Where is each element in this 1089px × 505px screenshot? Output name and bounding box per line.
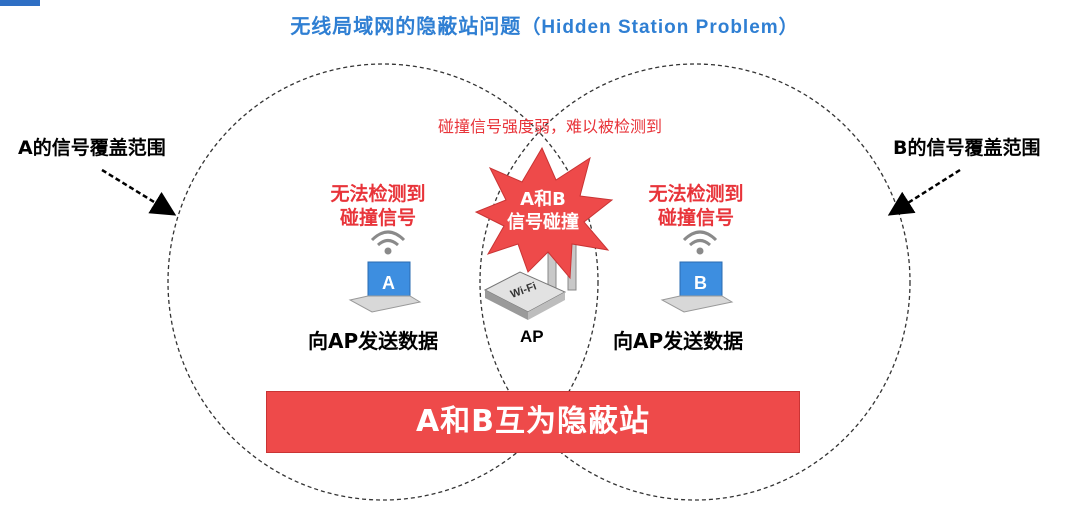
collision-burst-icon bbox=[474, 146, 614, 280]
b-cannot-detect: 无法检测到 碰撞信号 bbox=[636, 183, 756, 231]
laptop-b-letter: B bbox=[694, 273, 707, 293]
corner-accent bbox=[0, 0, 40, 6]
a-cannot-detect: 无法检测到 碰撞信号 bbox=[318, 183, 438, 231]
b-range-arrow bbox=[887, 168, 961, 216]
a-cannot-detect-line1: 无法检测到 bbox=[330, 183, 426, 205]
laptop-a-letter: A bbox=[382, 273, 395, 293]
a-range-arrow bbox=[101, 168, 177, 216]
b-cannot-detect-line1: 无法检测到 bbox=[648, 183, 744, 205]
hidden-station-banner: A和B互为隐蔽站 bbox=[266, 391, 800, 453]
page-title: 无线局域网的隐蔽站问题（Hidden Station Problem） bbox=[0, 10, 1089, 39]
ap-label: AP bbox=[520, 327, 544, 346]
a-range-label: A的信号覆盖范围 bbox=[18, 137, 166, 159]
title-chinese: 无线局域网的隐蔽站问题 bbox=[290, 14, 522, 38]
b-send-label: 向AP发送数据 bbox=[613, 329, 744, 353]
b-range-label: B的信号覆盖范围 bbox=[893, 137, 1041, 159]
collision-label: A和B 信号碰撞 bbox=[498, 188, 588, 235]
a-coverage-circle bbox=[167, 63, 599, 501]
b-coverage-circle bbox=[479, 63, 911, 501]
collision-label-line2: 信号碰撞 bbox=[507, 212, 579, 234]
a-send-label: 向AP发送数据 bbox=[308, 329, 439, 353]
collision-weak-note: 碰撞信号强度弱，难以被检测到 bbox=[437, 117, 662, 136]
laptop-b-icon: B bbox=[660, 230, 734, 313]
a-cannot-detect-line2: 碰撞信号 bbox=[339, 206, 416, 229]
laptop-a-icon: A bbox=[348, 230, 422, 313]
title-english: （Hidden Station Problem） bbox=[521, 17, 799, 38]
collision-label-line1: A和B bbox=[520, 189, 566, 210]
b-cannot-detect-line2: 碰撞信号 bbox=[657, 206, 734, 229]
